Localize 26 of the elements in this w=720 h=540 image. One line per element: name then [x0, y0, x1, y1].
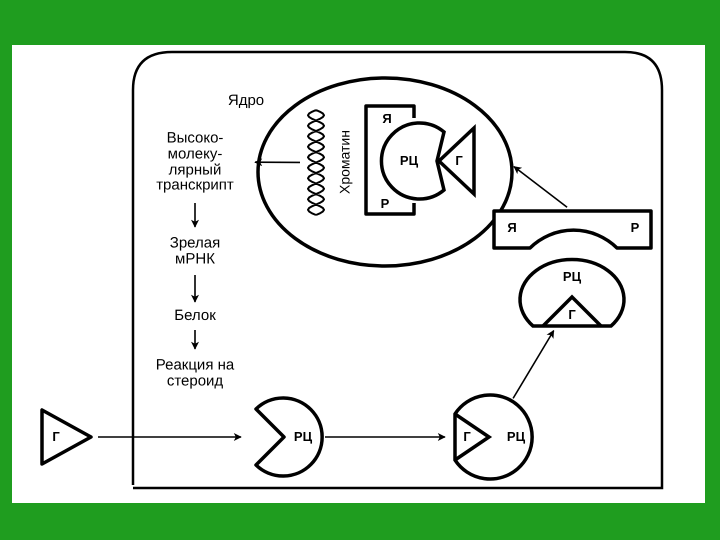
arrow — [191, 330, 199, 350]
arrow — [98, 433, 242, 441]
arrow — [512, 330, 554, 399]
acceptor-label: Я — [382, 112, 392, 126]
acceptor-label: Р — [630, 221, 640, 235]
arrow — [513, 166, 568, 208]
chromatin-label: Хроматин — [338, 130, 352, 194]
arrow — [254, 158, 300, 166]
receptor-label: РЦ — [562, 270, 582, 284]
hormone-label: Г — [568, 308, 576, 322]
receptor-label: РЦ — [400, 154, 418, 168]
hormone-label: Г — [463, 430, 471, 444]
acceptor-label: Я — [507, 221, 517, 235]
receptor-label: РЦ — [506, 430, 526, 444]
receptor-label: РЦ — [294, 430, 312, 444]
protein-label: Белок — [174, 308, 216, 324]
acceptor-label: Р — [380, 197, 390, 211]
nucleus-label: Ядро — [228, 93, 264, 109]
mrna-label: Зрелая мРНК — [168, 235, 222, 267]
arrow — [191, 203, 199, 228]
hormone-label: Г — [52, 430, 60, 444]
hormone-label: Г — [455, 154, 463, 168]
arrow — [191, 275, 199, 303]
transcript-label: Высоко- молеку- лярный транскрипт — [155, 130, 235, 194]
arrow — [325, 433, 446, 441]
response-label: Реакция на стероид — [154, 357, 236, 389]
